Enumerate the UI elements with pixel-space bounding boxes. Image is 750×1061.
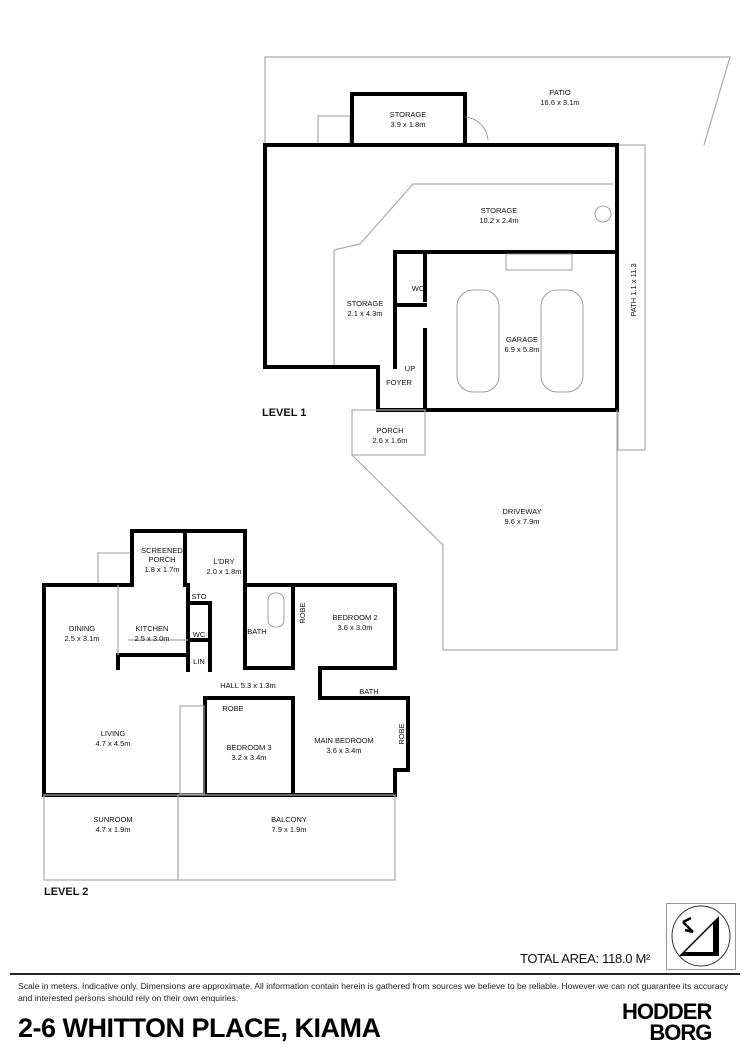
room-dims: 2.0 x 1.8m [206,567,241,576]
room-label: PATH 1.1 x 11.3 [629,263,638,316]
brand-line-2: BORG [649,1020,712,1045]
room-label: WC [193,630,206,639]
room-label: STO [191,592,206,601]
water-tank [594,205,612,223]
driveway-outline [351,410,618,651]
level-1-walls [263,143,619,412]
room-label: WC [412,284,425,293]
room-label: LIVING [101,729,126,738]
kitchen-walls [116,529,212,672]
room-dims: 9.6 x 7.9m [504,517,539,526]
total-area: TOTAL AREA: 118.0 M² [520,951,651,966]
storage-divider [333,183,613,251]
garage-shelves [505,253,573,271]
room-label: SUNROOM [93,815,132,824]
brand-line-1: HODDER [622,999,712,1024]
divider [10,973,740,975]
room-dims: 1.8 x 1.7m [144,565,179,574]
room-dims: 7.9 x 1.9m [271,825,306,834]
room-dims: 10.2 x 2.4m [479,216,518,225]
room-label: SCREENED [141,546,183,555]
room-label: MAIN BEDROOM [314,736,374,745]
stairs [317,115,351,145]
room-label: PORCH [376,426,403,435]
level-1-plan: LEVEL 1 PATIO 16.6 x 3.1m STORAGE 3.9 x … [262,56,731,651]
room-label: PATIO [549,88,571,97]
brand-logo: HODDER BORG [622,999,712,1045]
north-arrow-icon [666,903,736,970]
room-dims: 2.5 x 3.0m [134,634,169,643]
storage-small-walls [350,92,467,145]
room-label: DINING [69,624,95,633]
car-icon [456,289,500,393]
room-label: KITCHEN [136,624,169,633]
stairs [97,552,133,586]
room-label: ROBE [298,602,307,623]
room-dims: 3.2 x 3.4m [231,753,266,762]
room-dims: 2.1 x 4.3m [347,309,382,318]
room-label: PORCH [148,555,175,564]
kitchen-counter [117,585,188,655]
patio-outline [264,56,731,146]
room-label: STORAGE [481,206,518,215]
door-swing [464,116,489,141]
room-label: HALL 5.3 x 1.3m [220,681,276,690]
room-label: STORAGE [390,110,427,119]
level-2-title: LEVEL 2 [44,886,88,898]
stairs-down [179,705,205,795]
bedroom-walls [203,583,295,797]
room-label: ROBE [397,723,406,744]
room-dims: 4.7 x 1.9m [95,825,130,834]
disclaimer: Scale in meters. Indicative only. Dimens… [18,981,729,1003]
room-label: DRIVEWAY [502,507,541,516]
balcony-outline [177,794,396,881]
room-label: BATH [359,687,378,696]
room-label: ROBE [222,704,243,713]
room-label: UP [405,364,415,373]
room-dims: 4.7 x 4.5m [95,739,130,748]
garage-walls [393,250,615,369]
room-dims: 3.6 x 3.0m [337,623,372,632]
room-label: BEDROOM 2 [332,613,377,622]
bathtub [267,592,285,628]
level-1-title: LEVEL 1 [262,407,306,419]
sunroom-outline [43,794,179,881]
room-dims: 16.6 x 3.1m [540,98,579,107]
room-label: FOYER [386,378,412,387]
room-dims: 3.9 x 1.8m [390,120,425,129]
room-label: BATH [247,627,266,636]
room-label: BEDROOM 3 [226,743,271,752]
room-label: LIN [193,657,205,666]
room-label: L'DRY [213,557,234,566]
property-address: 2-6 WHITTON PLACE, KIAMA [18,1013,381,1043]
room-dims: 2.6 x 1.6m [372,436,407,445]
room-label: GARAGE [506,335,538,344]
porch-outline [351,409,426,456]
room-dims: 2.5 x 3.1m [64,634,99,643]
wc-walls [393,250,427,412]
room-dims: 6.9 x 5.8m [504,345,539,354]
car-icon [540,289,584,393]
level-2-plan: LEVEL 2 SCREENED PORCH 1.8 x 1.7m L'DRY … [42,529,410,898]
room-label: STORAGE [347,299,384,308]
room-label: BALCONY [271,815,307,824]
room-dims: 3.6 x 3.4m [326,746,361,755]
